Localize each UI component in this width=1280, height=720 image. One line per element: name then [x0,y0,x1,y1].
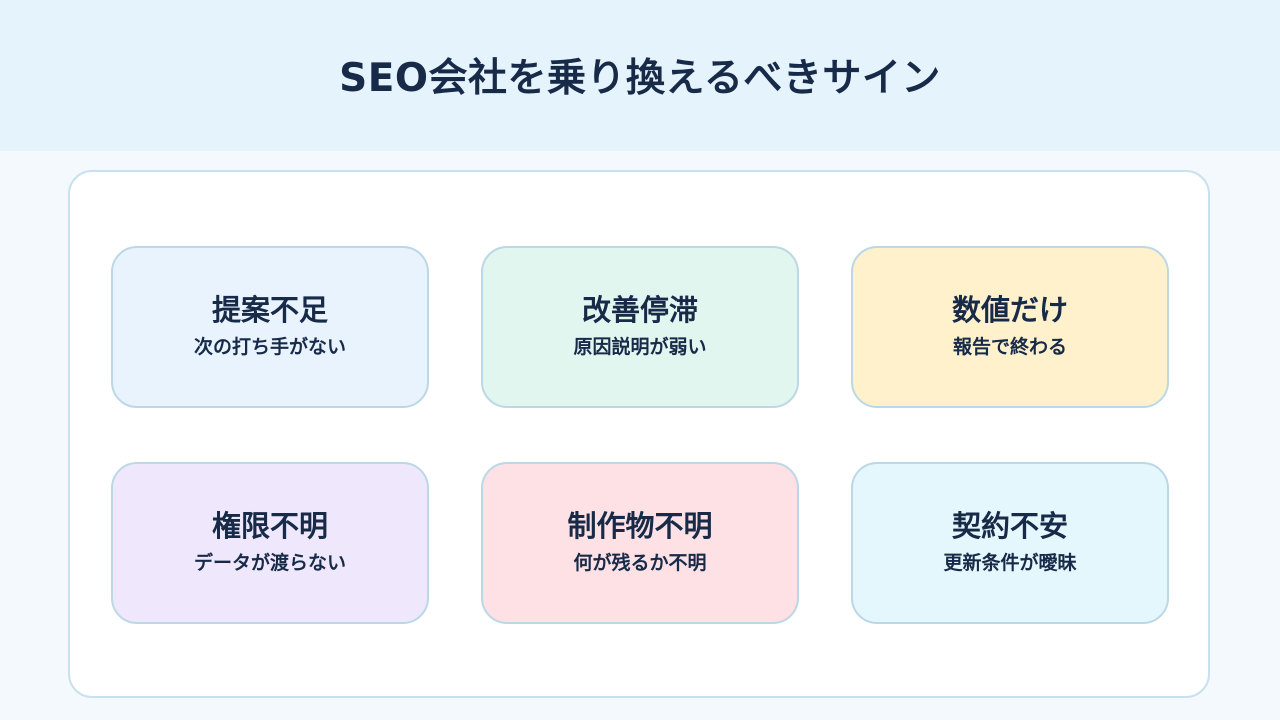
card-subtitle: 原因説明が弱い [573,336,707,358]
card-subtitle: データが渡らない [193,552,346,574]
card-unclear-permissions: 権限不明 データが渡らない [111,462,429,624]
card-title: 契約不安 [951,509,1068,543]
card-improvement-stagnation: 改善停滞 原因説明が弱い [481,246,799,408]
card-unclear-deliverables: 制作物不明 何が残るか不明 [481,462,799,624]
card-numbers-only: 数値だけ 報告で終わる [851,246,1169,408]
card-subtitle: 次の打ち手がない [193,336,346,358]
card-title: 提案不足 [211,293,328,327]
card-subtitle: 何が残るか不明 [573,552,707,574]
card-title: 数値だけ [951,293,1068,327]
card-title: 改善停滞 [581,293,698,327]
page-title: SEO会社を乗り換えるべきサイン [339,56,941,101]
card-subtitle: 報告で終わる [952,336,1067,358]
card-title: 権限不明 [211,509,328,543]
card-subtitle: 更新条件が曖昧 [943,552,1077,574]
header-band: SEO会社を乗り換えるべきサイン [0,0,1280,151]
card-contract-concerns: 契約不安 更新条件が曖昧 [851,462,1169,624]
card-lack-of-proposals: 提案不足 次の打ち手がない [111,246,429,408]
card-title: 制作物不明 [567,509,713,543]
